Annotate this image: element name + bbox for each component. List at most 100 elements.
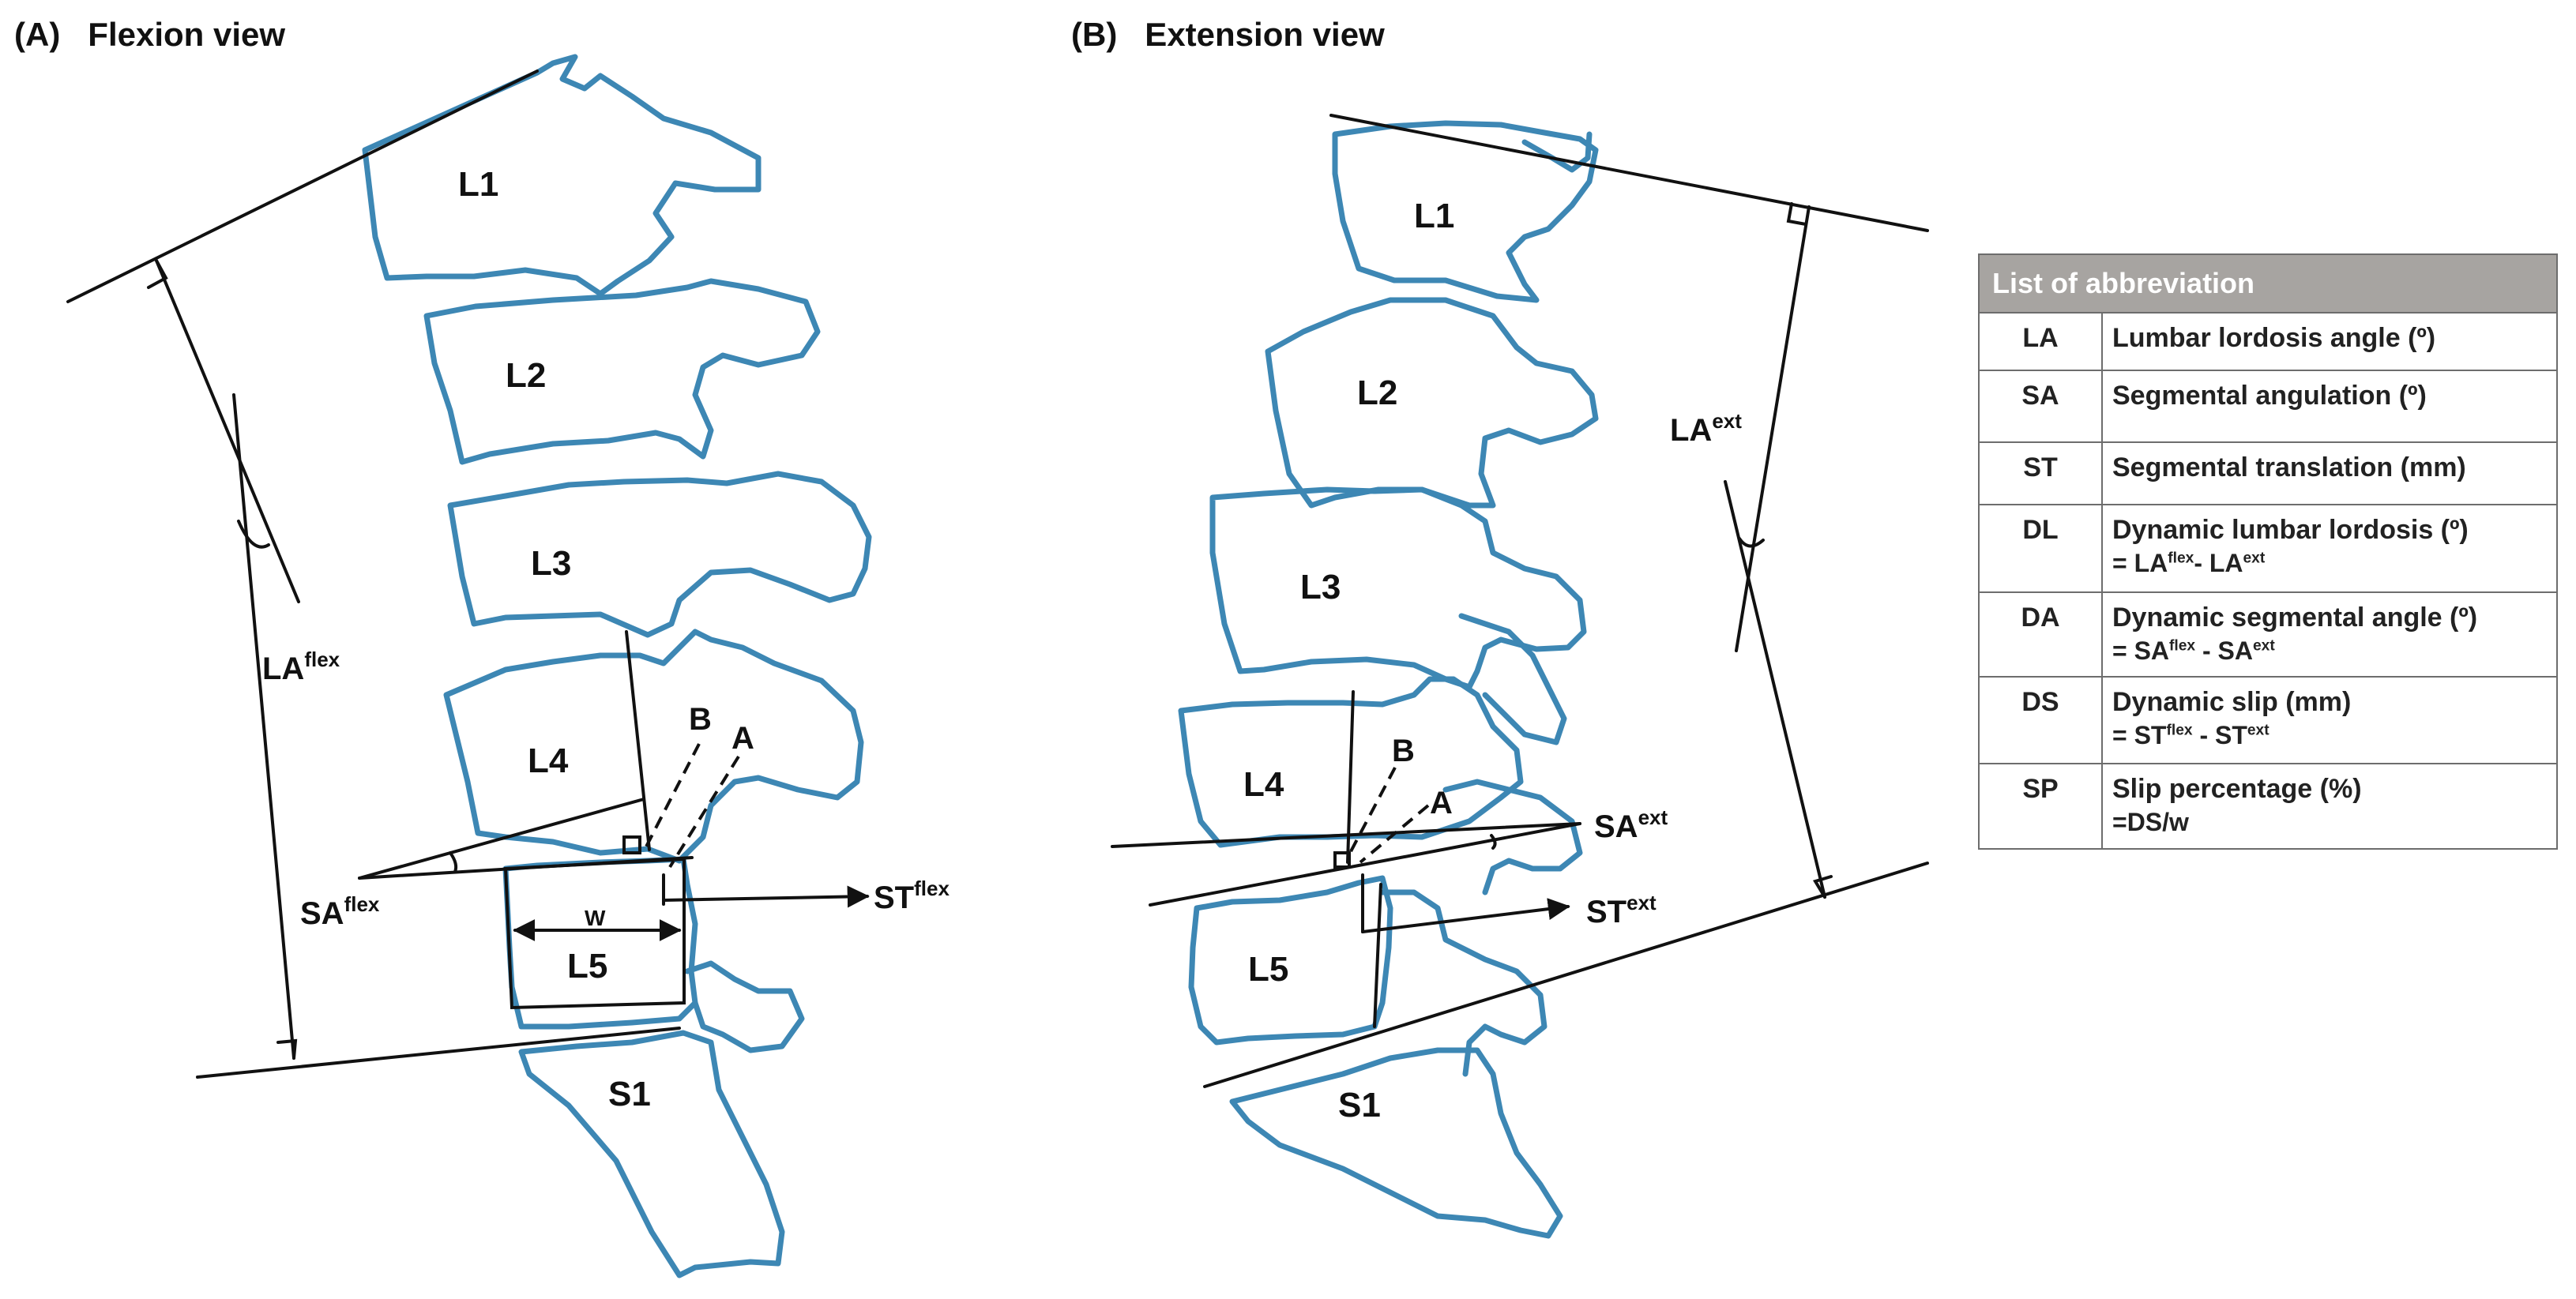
panel-a-label-l2: L2 (506, 356, 546, 395)
desc-text: Dynamic lumbar lordosis (º) (2112, 515, 2469, 545)
panel-b-label-sa: SAext (1594, 805, 1668, 844)
abbr-cell: DA (1978, 591, 2103, 678)
abbr-cell: SA (1978, 370, 2103, 443)
panel-b-perp-lower (1724, 480, 1826, 899)
panel-b-perp-upper (1735, 205, 1811, 652)
panel-a-vertebra-l2-outline (423, 278, 821, 465)
panel-b-l4-posterior-outline (1442, 779, 1583, 895)
abbr-cell: ST (1978, 441, 2103, 505)
panel-a-label-l1: L1 (458, 165, 498, 204)
desc-cell: Slip percentage (%) =DS/w (2101, 763, 2558, 850)
panel-b-sa-arc (1490, 834, 1497, 850)
panel-a-title: (A) Flexion view (14, 16, 285, 53)
panel-b-st-arrow (1361, 898, 1570, 933)
panel-b-vertebra-l3-outline (1209, 486, 1587, 690)
panel-b-right-angle-marker (1786, 202, 1807, 226)
desc-text: Dynamic slip (mm) (2112, 687, 2352, 717)
panel-a-label-l5: L5 (567, 947, 607, 986)
table-row: DL Dynamic lumbar lordosis (º)= LAflex- … (1978, 504, 2558, 593)
panel-a-sa-line-upper (358, 798, 645, 880)
panel-b-right-angle-box (1333, 851, 1351, 869)
panel-b-label-s1: S1 (1338, 1086, 1381, 1124)
panel-a-label-st: STflex (874, 877, 950, 915)
table-row: SA Segmental angulation (º) (1978, 370, 2558, 443)
panel-a-s1-endplate-line (196, 1027, 681, 1079)
panel-b-l1-posterior-outline (1521, 131, 1593, 173)
desc-text: Segmental translation (mm) (2112, 452, 2466, 482)
table-row: DA Dynamic segmental angle (º) = SAflex -… (1978, 591, 2558, 678)
panel-a-l1-endplate-line (66, 69, 539, 303)
panel-a-label-b: B (689, 702, 712, 737)
panel-a-label-l4: L4 (528, 741, 569, 780)
panel-b-label-l4: L4 (1243, 765, 1284, 804)
panel-a-right-angle-marker (147, 259, 168, 289)
panel-a-vertebra-l4-outline (443, 629, 864, 864)
panel-a-perp-lower (232, 393, 295, 1060)
panel-a-vertebra-l5-outline (502, 856, 698, 1030)
abbr-cell: LA (1978, 312, 2103, 371)
panel-a-label-sa: SAflex (300, 892, 380, 931)
panel-b-l5-posterior-outline (1379, 889, 1547, 1077)
desc-text: Slip percentage (%) (2112, 774, 2362, 804)
panel-b-dash-a (1359, 804, 1430, 864)
panel-b-geometry (1111, 114, 1929, 1088)
panel-b-label-l5: L5 (1248, 950, 1288, 989)
panel-a-label-l3: L3 (531, 544, 571, 583)
panel-b-dash-b (1348, 767, 1397, 855)
desc-text: Dynamic segmental angle (º) (2112, 603, 2478, 633)
panel-a-la-arc (237, 520, 270, 549)
formula-text: = SAflex - SAext (2112, 636, 2275, 665)
desc-text: Lumbar lordosis angle (º) (2112, 323, 2436, 353)
panel-a-l4-posterior-line (625, 630, 651, 851)
abbr-cell: SP (1978, 763, 2103, 850)
panel-a-perp-upper (155, 259, 300, 603)
panel-a-l5-rectangle (503, 857, 686, 1010)
desc-text: Segmental angulation (º) (2112, 381, 2427, 411)
panel-a-geometry (66, 69, 870, 1079)
abbr-cell: DL (1978, 504, 2103, 593)
panel-a-sa-arc (449, 851, 458, 873)
panel-a-vertebra-l3-outline (447, 471, 872, 638)
panel-a-label-a: A (731, 721, 754, 756)
panel-b-vertebra-l1-outline (1332, 120, 1599, 303)
panel-b-label-l1: L1 (1414, 197, 1454, 235)
desc-cell: Lumbar lordosis angle (º) (2101, 312, 2558, 371)
desc-cell: Dynamic slip (mm) = STflex - SText (2101, 676, 2558, 764)
panel-b-vertebra-s1-outline (1229, 1047, 1563, 1239)
desc-cell: Segmental translation (mm) (2101, 441, 2558, 505)
abbreviation-table: List of abbreviation LA Lumbar lordosis … (1978, 253, 2558, 850)
desc-cell: Dynamic segmental angle (º) = SAflex - SA… (2101, 591, 2558, 678)
panel-a-right-angle-box (622, 835, 641, 854)
panel-a-right-angle-marker-lower (276, 1038, 298, 1060)
desc-cell: Dynamic lumbar lordosis (º)= LAflex- LAe… (2101, 504, 2558, 593)
panel-b-l1-endplate-line (1329, 114, 1929, 232)
panel-b-vertebra-l2-outline (1265, 297, 1599, 509)
panel-b-vertebrae (1178, 120, 1599, 1239)
abbr-cell: DS (1978, 676, 2103, 764)
panel-b-label-b: B (1392, 734, 1415, 768)
panel-b-label-l3: L3 (1300, 568, 1341, 606)
panel-a-dash-a (668, 755, 740, 869)
abbreviation-table-title: List of abbreviation (1978, 253, 2558, 313)
panel-b-label-l2: L2 (1357, 374, 1397, 412)
desc-cell: Segmental angulation (º) (2101, 370, 2558, 443)
panel-a-st-arrow (662, 885, 870, 908)
panel-b-label-st: SText (1586, 891, 1657, 929)
formula-text: =DS/w (2112, 807, 2189, 836)
panel-a-label-s1: S1 (608, 1075, 651, 1113)
panel-b-s1-endplate-line (1203, 862, 1929, 1088)
panel-a-vertebra-s1-outline (518, 1030, 785, 1278)
table-row: LA Lumbar lordosis angle (º) (1978, 312, 2558, 371)
panel-b-sa-line-lower (1149, 822, 1581, 907)
panel-a-label-la: LAflex (262, 648, 340, 686)
panel-b-title: (B) Extension view (1071, 16, 1385, 53)
panel-a-l5-posterior-outline (684, 960, 805, 1053)
formula-text: = STflex - SText (2112, 720, 2270, 749)
table-row: DS Dynamic slip (mm) = STflex - SText (1978, 676, 2558, 764)
panel-b-right-angle-marker-lower (1812, 875, 1833, 899)
panel-b-vertebra-l5-outline (1188, 875, 1393, 1046)
panel-b-l3-posterior-outline (1458, 613, 1567, 745)
panel-b-label-a: A (1430, 786, 1453, 820)
